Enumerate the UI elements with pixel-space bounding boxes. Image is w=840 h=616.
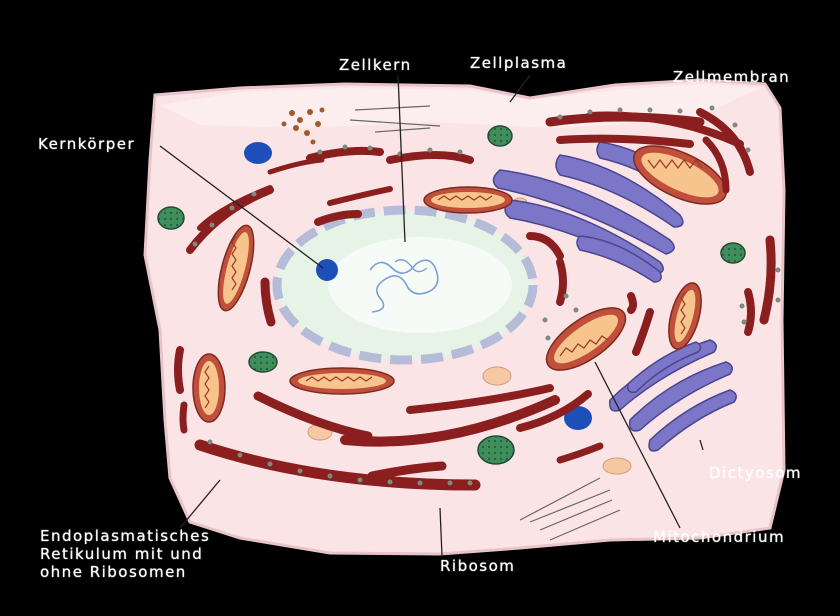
label-zellplasma: Zellplasma: [470, 53, 567, 73]
label-kernkoerper: Kernkörper: [38, 134, 135, 154]
label-zellmembran: Zellmembran: [673, 67, 790, 87]
label-mitochondrium: Mitochondrium: [653, 527, 785, 547]
nucleolus: [316, 259, 338, 281]
label-dictyosom: Dictyosom: [709, 463, 802, 483]
label-ribosom: Ribosom: [440, 556, 515, 576]
label-zellkern: Zellkern: [339, 55, 412, 75]
label-endoplasmatisches-retikulum: Endoplasmatisches Retikulum mit und ohne…: [40, 527, 210, 581]
